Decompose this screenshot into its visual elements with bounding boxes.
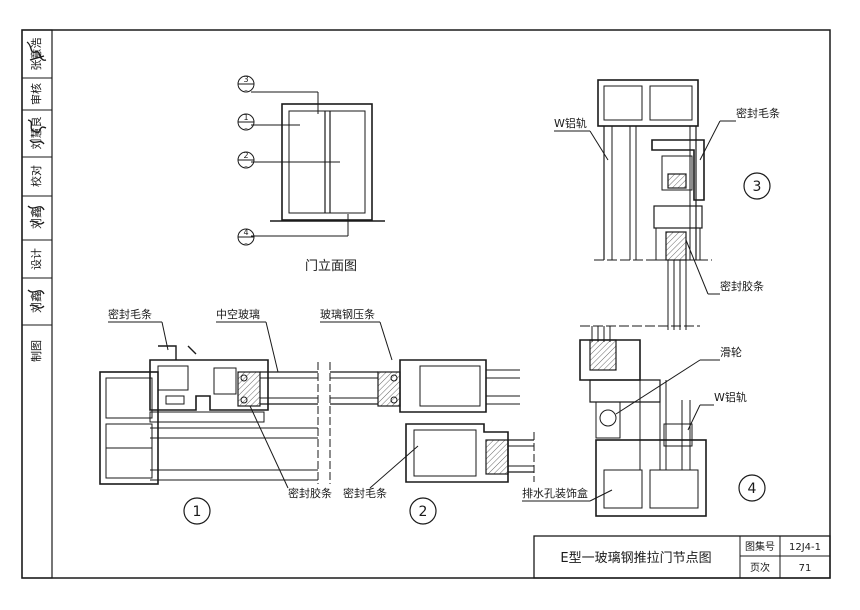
svg-text:–: – [244, 124, 248, 132]
svg-text:–: – [244, 162, 248, 170]
svg-text:–: – [244, 239, 248, 247]
side-role-2: 校对 [29, 165, 43, 187]
svg-text:2: 2 [419, 504, 428, 520]
label-drain-cover: 排水孔装饰盒 [522, 486, 588, 500]
detail-1-section [99, 345, 319, 485]
svg-text:1: 1 [193, 504, 202, 520]
svg-text:1: 1 [243, 113, 248, 122]
svg-text:4: 4 [748, 481, 757, 497]
label-pulley: 滑轮 [720, 345, 742, 359]
label-seal-brush-3: 密封毛条 [736, 106, 780, 120]
side-name-1: 张意浩 [29, 38, 43, 71]
drawing-title: E型一玻璃钢推拉门节点图 [560, 551, 711, 566]
label-seal-brush-left: 密封毛条 [108, 307, 152, 321]
detail-number-4 [738, 474, 766, 502]
atlas-number-label: 图集号 [745, 540, 775, 553]
title-block: E型一玻璃钢推拉门节点图 图集号 12J4-1 页次 71 [533, 535, 831, 579]
side-role-3: 设计 [30, 248, 43, 270]
svg-text:3: 3 [753, 179, 762, 195]
page-number-label: 页次 [750, 561, 770, 574]
side-name-3: 刘鑫 [29, 207, 43, 229]
detail-4-section [579, 325, 707, 517]
signature-4 [27, 289, 45, 309]
side-column: 张意浩 审核 刘慧良 校对 刘鑫 设计 刘鑫 制图 [21, 29, 53, 579]
svg-text:3: 3 [243, 75, 248, 84]
svg-text:4: 4 [243, 228, 248, 237]
svg-text:–: – [244, 86, 248, 94]
label-hollow-glass: 中空玻璃 [216, 307, 260, 321]
label-sealant-3: 密封胶条 [720, 279, 764, 293]
signature-1 [26, 41, 47, 61]
detail-number-2 [409, 497, 437, 525]
detail-2-section [329, 359, 535, 484]
side-role-4: 制图 [30, 340, 43, 362]
detail-number-1 [183, 497, 211, 525]
signature-2 [27, 119, 47, 145]
side-name-4: 刘鑫 [29, 291, 43, 313]
svg-text:2: 2 [243, 151, 248, 160]
label-glass-bead: 玻璃钢压条 [320, 307, 375, 321]
signature-3 [27, 205, 45, 225]
side-role-1: 审核 [29, 83, 43, 105]
page-number-value: 71 [799, 563, 812, 574]
sheet-border [21, 29, 831, 579]
label-seal-brush-2: 密封毛条 [343, 486, 387, 500]
label-w-rail-top: W铝轨 [554, 116, 587, 130]
elevation-caption: 门立面图 [305, 259, 357, 274]
atlas-number-value: 12J4-1 [789, 542, 821, 553]
door-elevation: 3 – 1 – 2 – 4 – 门立面图 [237, 75, 385, 274]
label-w-rail-4: W铝轨 [714, 390, 747, 404]
detail-number-3 [743, 172, 771, 200]
detail-3-section [594, 79, 712, 330]
label-sealant-1: 密封胶条 [288, 486, 332, 500]
